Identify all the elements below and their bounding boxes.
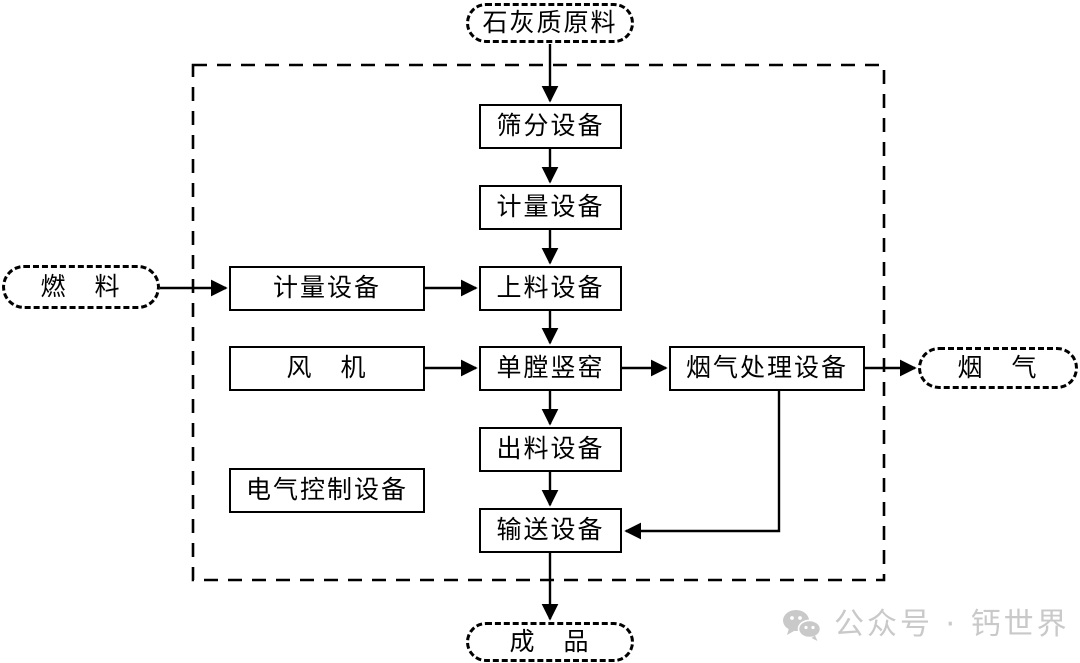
edge-flue-gas-treatment-to-conveying <box>624 391 781 540</box>
wechat-icon <box>782 608 822 642</box>
node-metering-equipment-left-label: 计量设备 <box>272 273 381 302</box>
node-finished-product-label: 成 品 <box>509 626 591 656</box>
node-electrical-control-equipment[interactable]: 电气控制设备 <box>229 468 425 513</box>
node-electrical-control-equipment-label: 电气控制设备 <box>245 475 408 504</box>
node-screening-equipment[interactable]: 筛分设备 <box>479 104 622 149</box>
node-raw-material-label: 石灰质原料 <box>482 7 618 37</box>
node-conveying-equipment-label: 输送设备 <box>496 515 605 544</box>
node-feeding-equipment-label: 上料设备 <box>496 273 605 302</box>
node-flue-gas-treatment-equipment-label: 烟气处理设备 <box>685 353 848 382</box>
node-metering-equipment-center-label: 计量设备 <box>496 192 605 221</box>
node-flue-gas[interactable]: 烟 气 <box>918 347 1078 389</box>
node-discharge-equipment-label: 出料设备 <box>496 434 605 463</box>
node-fuel-label: 燃 料 <box>40 271 122 301</box>
node-flue-gas-label: 烟 气 <box>957 352 1039 382</box>
node-flue-gas-treatment-equipment[interactable]: 烟气处理设备 <box>669 346 865 391</box>
node-feeding-equipment[interactable]: 上料设备 <box>479 266 622 311</box>
node-discharge-equipment[interactable]: 出料设备 <box>479 427 622 472</box>
boundary-dashed-box <box>191 63 886 582</box>
node-fan-label: 风 机 <box>286 353 368 382</box>
node-metering-equipment-left[interactable]: 计量设备 <box>229 266 425 311</box>
node-fan[interactable]: 风 机 <box>229 346 425 391</box>
watermark: 公众号 · 钙世界 <box>782 608 1070 642</box>
node-shaft-kiln-label: 单膛竖窑 <box>496 353 605 382</box>
node-shaft-kiln[interactable]: 单膛竖窑 <box>479 346 622 391</box>
node-metering-equipment-center[interactable]: 计量设备 <box>479 185 622 230</box>
node-screening-equipment-label: 筛分设备 <box>496 111 605 140</box>
node-conveying-equipment[interactable]: 输送设备 <box>479 508 622 553</box>
node-raw-material[interactable]: 石灰质原料 <box>466 3 634 43</box>
watermark-text: 公众号 · 钙世界 <box>834 607 1070 642</box>
node-fuel[interactable]: 燃 料 <box>2 265 160 309</box>
node-finished-product[interactable]: 成 品 <box>466 622 634 662</box>
